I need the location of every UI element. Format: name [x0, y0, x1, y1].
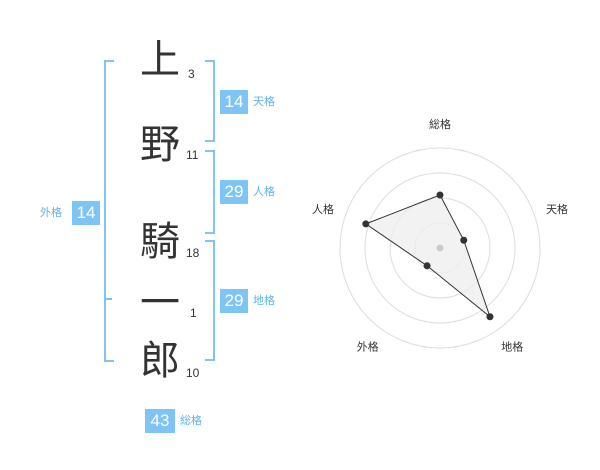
soukaku-label: 総格: [180, 414, 202, 427]
radar-axis-label-3: 外格: [357, 340, 379, 354]
tenkaku-bracket: [205, 60, 215, 142]
chikaku-bracket: [205, 240, 215, 361]
name-char-3: 騎: [140, 219, 180, 265]
gaikaku-bracket: [104, 60, 114, 362]
radar-axis-label-0: 総格: [429, 117, 451, 131]
name-char-5: 郎: [140, 338, 180, 384]
radar-area: [364, 194, 491, 319]
radar-center-dot: [436, 244, 444, 252]
name-char-2: 野: [140, 122, 180, 168]
radar-point-0: [436, 191, 444, 199]
stroke-count-5: 10: [186, 366, 200, 380]
radar-point-3: [423, 262, 431, 270]
gaikaku-label: 外格: [40, 206, 62, 219]
gaikaku-bracket-divider: [104, 298, 112, 300]
stroke-count-4: 1: [190, 306, 197, 320]
tenkaku-label: 天格: [253, 95, 275, 108]
soukaku-value: 43: [145, 409, 175, 433]
gaikaku-value: 14: [72, 201, 100, 225]
radar-axis-label-1: 天格: [546, 202, 568, 216]
name-char-1: 上: [140, 37, 180, 83]
chikaku-label: 地格: [253, 294, 275, 307]
jinkaku-bracket: [205, 150, 215, 234]
radar-ring-4: [339, 147, 541, 349]
stroke-count-3: 18: [186, 246, 200, 260]
radar-ring-3: [364, 172, 516, 324]
chikaku-value: 29: [220, 289, 248, 313]
stroke-count-2: 11: [186, 148, 199, 162]
jinkaku-label: 人格: [253, 185, 275, 198]
radar-point-2: [486, 313, 494, 321]
tenkaku-value: 14: [220, 90, 248, 114]
stroke-count-1: 3: [188, 67, 195, 81]
name-char-4: 一: [140, 280, 180, 326]
radar-axis-label-2: 地格: [501, 340, 523, 354]
radar-axis-label-4: 人格: [312, 202, 334, 216]
radar-point-4: [362, 220, 370, 228]
radar-point-1: [460, 236, 468, 244]
jinkaku-value: 29: [220, 180, 248, 204]
